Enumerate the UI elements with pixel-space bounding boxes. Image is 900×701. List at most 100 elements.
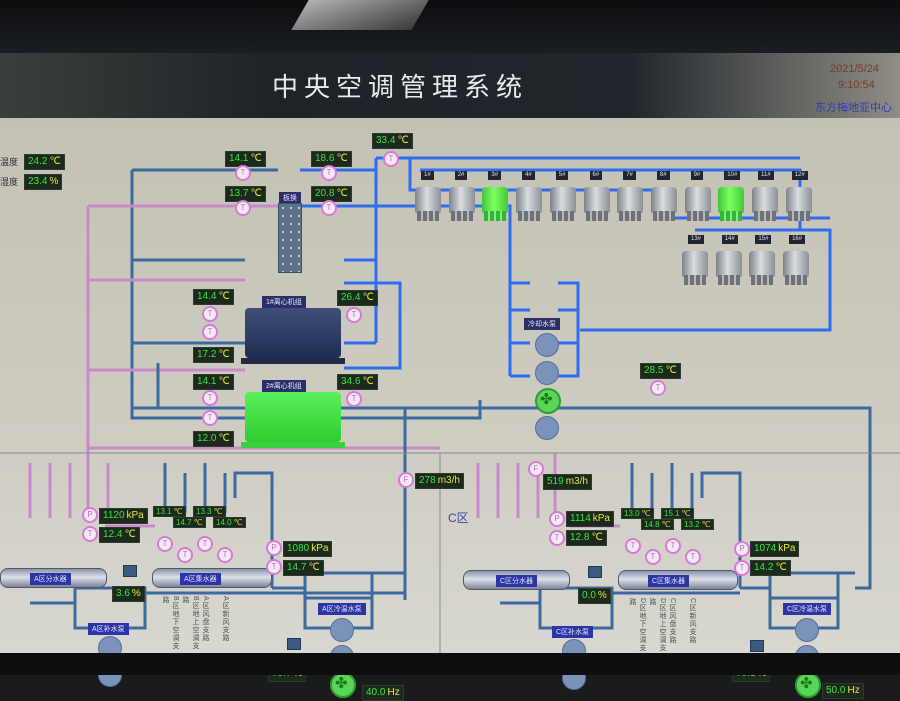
chiller-2-cond-temp: 34.6℃: [337, 374, 378, 390]
temp-sensor-icon[interactable]: T: [685, 549, 701, 565]
cooling-tower-10[interactable]: [716, 181, 746, 221]
chiller-1-evap-out-temp: 17.2℃: [193, 347, 234, 363]
zone-a-makeup-pump-label: A区补水泵: [88, 623, 129, 635]
pipe-zone-a-return: [163, 463, 274, 588]
zone-c-bypass-valve: 0.0%: [578, 588, 611, 604]
scada-screen: 中央空调管理系统 2021/5/24 9:10:54 东方梅地亚中心: [0, 53, 900, 701]
time-display: 9:10:54: [838, 79, 875, 91]
pressure-sensor-icon[interactable]: P: [549, 511, 565, 527]
temp-sensor-icon[interactable]: T: [266, 559, 282, 575]
temp-sensor-icon[interactable]: T: [202, 410, 218, 426]
cooling-tower-label: 11#: [758, 171, 774, 180]
pressure-sensor-icon[interactable]: P: [734, 541, 750, 557]
env-humidity-value: 23.4%: [24, 174, 63, 190]
cooling-pump-2[interactable]: [535, 360, 559, 385]
monitor-bezel-top: [0, 0, 900, 55]
cooling-tower-1[interactable]: [413, 181, 443, 221]
temp-sensor-icon[interactable]: T: [235, 200, 251, 216]
temp-sensor-icon[interactable]: T: [157, 536, 173, 552]
temp-sensor-icon[interactable]: T: [625, 538, 641, 554]
zone-c-return-header-label: C区集水器: [648, 575, 690, 587]
cooling-tower-6[interactable]: [582, 181, 612, 221]
pressure-sensor-icon[interactable]: P: [266, 540, 282, 556]
env-temp-value: 24.2℃: [24, 154, 65, 170]
temp-sensor-icon[interactable]: T: [645, 549, 661, 565]
cooling-tower-16[interactable]: [781, 245, 811, 285]
zone-c-branch-temp-2: 14.8℃: [641, 519, 674, 530]
temp-sensor-icon[interactable]: T: [202, 324, 218, 340]
temp-sensor-icon[interactable]: T: [235, 165, 251, 181]
temp-sensor-icon[interactable]: T: [197, 536, 213, 552]
temp-sensor-icon[interactable]: T: [650, 380, 666, 396]
temp-sensor-icon[interactable]: T: [665, 538, 681, 554]
zone-c-circ-pump-1[interactable]: [795, 618, 819, 642]
cooling-pump-1[interactable]: [535, 333, 559, 357]
cooling-tower-label: 9#: [690, 171, 704, 180]
zone-a-supply-header-label: A区分水器: [30, 573, 71, 585]
zone-a-branch-temp-4: 14.0℃: [213, 517, 246, 528]
cooling-tower-label: 13#: [688, 235, 705, 244]
temp-sensor-icon[interactable]: T: [346, 391, 362, 407]
zone-a-circ-pump-1[interactable]: [330, 618, 354, 642]
cooling-tower-label: 6#: [589, 171, 603, 180]
zone-a-circ-pump-3[interactable]: [330, 672, 356, 698]
bypass-valve-icon[interactable]: [123, 565, 137, 577]
cooling-tower-14[interactable]: [714, 245, 744, 285]
pipe-chilled-evap-in: [132, 258, 245, 345]
heat-exchanger[interactable]: [278, 203, 302, 273]
chiller-1-label: 1#离心机组: [262, 296, 306, 308]
cooling-tower-label: 16#: [789, 235, 806, 244]
cooling-pump-4[interactable]: [535, 415, 559, 440]
cooling-pump-3[interactable]: [535, 388, 561, 414]
cooling-tower-9[interactable]: [683, 181, 713, 221]
chiller-1[interactable]: [241, 308, 345, 364]
temp-sensor-icon[interactable]: T: [177, 547, 193, 563]
cooling-pump-label: 冷却水泵: [524, 318, 560, 330]
temp-sensor-icon[interactable]: T: [202, 306, 218, 322]
flow-sensor-icon[interactable]: F: [398, 472, 414, 488]
cooling-tower-15[interactable]: [747, 245, 777, 285]
cooling-tower-label: 4#: [522, 171, 535, 180]
temp-sensor-icon[interactable]: T: [383, 151, 399, 167]
hx-left-bottom-temp: 13.7℃: [225, 186, 266, 202]
zone-c-circ-pump-3[interactable]: [795, 672, 821, 698]
temp-sensor-icon[interactable]: T: [734, 560, 750, 576]
temp-sensor-icon[interactable]: T: [202, 390, 218, 406]
pressure-sensor-icon[interactable]: P: [82, 507, 98, 523]
cooling-tower-8[interactable]: [649, 181, 679, 221]
env-temp-label: 温度: [0, 157, 19, 167]
zone-c-branch-temp-3: 15.1℃: [661, 508, 694, 519]
date-display: 2021/5/24: [830, 63, 879, 75]
cooling-tower-label: 8#: [656, 171, 670, 180]
control-valve-icon[interactable]: [750, 640, 764, 652]
cooling-tower-12[interactable]: [784, 181, 814, 221]
cooling-tower-5[interactable]: [548, 181, 578, 221]
zone-c-return-temp: 14.2℃: [750, 560, 791, 576]
temp-sensor-icon[interactable]: T: [346, 307, 362, 323]
flow-sensor-icon[interactable]: F: [528, 461, 544, 477]
cooling-tower-13[interactable]: [680, 245, 710, 285]
zone-c-label: C区: [448, 511, 469, 525]
temp-sensor-icon[interactable]: T: [82, 526, 98, 542]
cooling-return-temp: 28.5℃: [640, 363, 681, 379]
zone-a-return-temp: 14.7℃: [283, 560, 324, 576]
control-valve-icon[interactable]: [287, 638, 301, 650]
temp-sensor-icon[interactable]: T: [321, 200, 337, 216]
bypass-valve-icon[interactable]: [588, 566, 602, 578]
cooling-tower-7[interactable]: [615, 181, 645, 221]
temp-sensor-icon[interactable]: T: [549, 530, 565, 546]
zone-a-circ-pump-label: A区冷温水泵: [318, 603, 366, 615]
temp-sensor-icon[interactable]: T: [217, 547, 233, 563]
cooling-tower-3[interactable]: [480, 181, 510, 221]
cooling-tower-label: 2#: [454, 171, 468, 180]
cooling-tower-11[interactable]: [750, 181, 780, 221]
cooling-tower-2[interactable]: [447, 181, 477, 221]
pipe-zone-c-makeup: [500, 586, 740, 630]
cooling-tower-label: 10#: [724, 171, 741, 180]
temp-sensor-icon[interactable]: T: [321, 165, 337, 181]
chiller-2[interactable]: [241, 392, 345, 448]
cooling-tower-4[interactable]: [514, 181, 544, 221]
